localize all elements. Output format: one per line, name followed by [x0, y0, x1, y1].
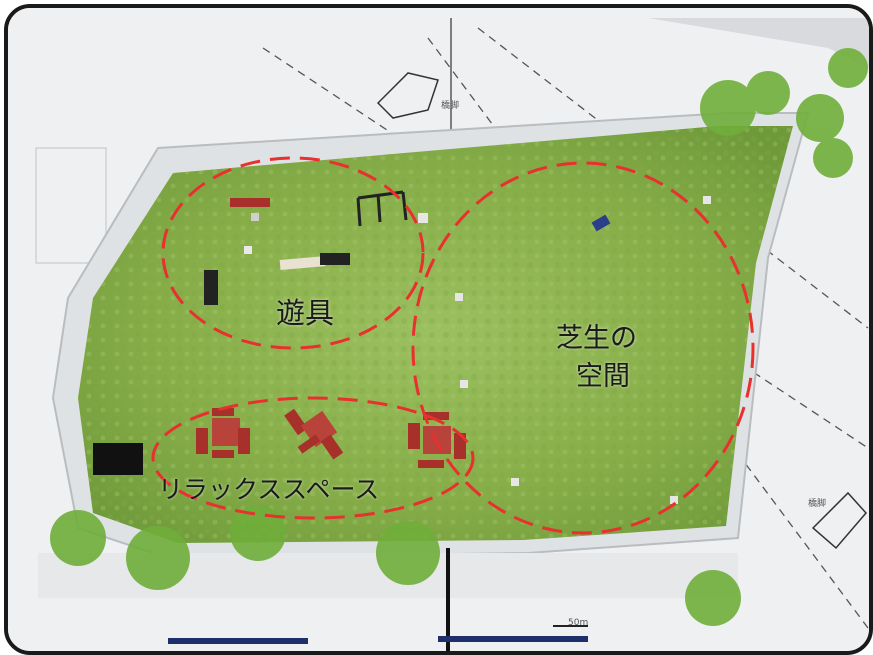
pier-tag-top: 橋脚 [441, 101, 460, 111]
trees [50, 48, 868, 626]
edge-bar-1 [168, 638, 308, 644]
lawn-zone-outline [411, 161, 755, 535]
lawn-zone-label-line1: 芝生の [556, 323, 637, 354]
rail-strip [648, 18, 869, 68]
lawn-zone-label-line2: 空間 [576, 361, 630, 392]
lawn-zone-label: 芝生の 空間 [556, 320, 637, 396]
lawn-texture [78, 126, 793, 543]
play-zone-label: 遊具 [276, 296, 335, 330]
park-model-photo [8, 8, 869, 651]
play-equipment [204, 190, 408, 305]
building-outline-left [35, 147, 107, 264]
pier-outline-top [376, 72, 439, 119]
photo-frame: 遊具 芝生の 空間 リラックススペース 50m 橋脚 橋脚 [4, 4, 873, 655]
edge-bar-2 [438, 636, 588, 642]
pier-outline-right [811, 491, 867, 550]
storage-box [93, 443, 143, 475]
scale-text: 50m [568, 618, 589, 628]
pier-tag-right: 橋脚 [808, 499, 827, 509]
play-zone-outline [161, 156, 425, 350]
lawn-objects [418, 196, 711, 504]
relax-furniture [196, 408, 466, 468]
relax-zone-label: リラックススペース [158, 475, 380, 504]
zone-outlines [151, 156, 755, 535]
relax-zone-outline [151, 396, 475, 520]
